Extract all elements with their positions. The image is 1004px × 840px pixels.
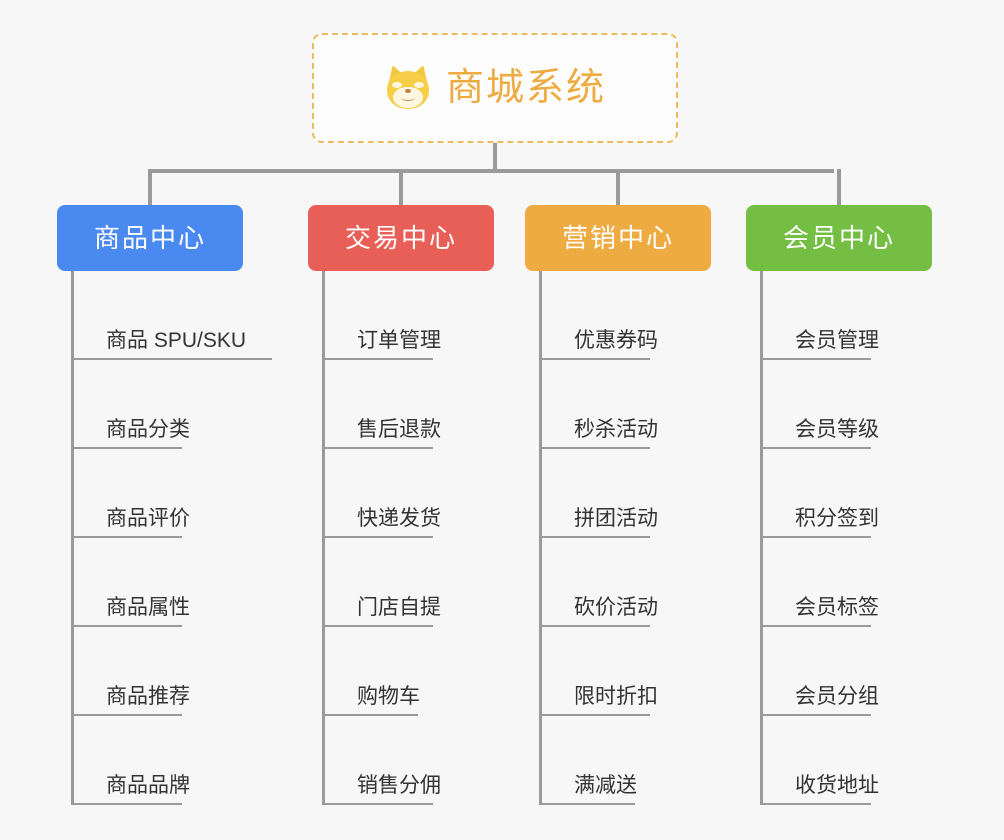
leaf-item-underline (74, 536, 182, 538)
leaf-item[interactable]: 积分签到 (763, 449, 932, 538)
category-column-2: 交易中心订单管理售后退款快递发货门店自提购物车销售分佣 (308, 205, 494, 805)
category-header-4[interactable]: 会员中心 (746, 205, 932, 271)
leaf-item-label: 购物车 (357, 684, 420, 708)
leaf-item-underline (325, 447, 433, 449)
leaf-list-1: 商品 SPU/SKU 商品分类商品评价商品属性商品推荐商品品牌 (71, 271, 272, 805)
leaf-item-label: 砍价活动 (574, 595, 658, 619)
leaf-item-label: 会员等级 (795, 417, 879, 441)
leaf-item-label: 售后退款 (357, 417, 441, 441)
category-header-2[interactable]: 交易中心 (308, 205, 494, 271)
connector-drop-2 (399, 169, 403, 205)
leaf-item-underline (763, 714, 871, 716)
root-title: 商城系统 (445, 67, 606, 109)
leaf-item-underline (74, 714, 182, 716)
leaf-item-label: 商品评价 (106, 506, 190, 530)
leaf-item[interactable]: 商品推荐 (74, 627, 243, 716)
leaf-item-label: 销售分佣 (357, 773, 441, 797)
leaf-item-label: 积分签到 (795, 506, 879, 530)
leaf-item-label: 商品品牌 (106, 773, 190, 797)
leaf-item[interactable]: 秒杀活动 (542, 360, 711, 449)
leaf-item-label: 订单管理 (357, 328, 441, 352)
leaf-item[interactable]: 会员等级 (763, 360, 932, 449)
leaf-list-2: 订单管理售后退款快递发货门店自提购物车销售分佣 (322, 271, 494, 805)
leaf-item-underline (763, 358, 871, 360)
leaf-item-underline (325, 625, 433, 627)
leaf-item-underline (542, 536, 650, 538)
leaf-item-label: 会员标签 (795, 595, 879, 619)
leaf-item[interactable]: 优惠券码 (542, 271, 711, 360)
leaf-item-label: 拼团活动 (574, 506, 658, 530)
leaf-item-label: 商品 SPU/SKU (106, 328, 247, 352)
shiba-inu-dog-face-icon (384, 62, 432, 112)
category-column-3: 营销中心优惠券码秒杀活动拼团活动砍价活动限时折扣满减送 (525, 205, 711, 805)
category-column-4: 会员中心会员管理会员等级积分签到会员标签会员分组收货地址 (746, 205, 932, 805)
leaf-item-label: 商品推荐 (106, 684, 190, 708)
leaf-item[interactable]: 商品属性 (74, 538, 243, 627)
leaf-item-underline (763, 536, 871, 538)
leaf-item-underline (542, 358, 650, 360)
leaf-item-label: 会员分组 (795, 684, 879, 708)
leaf-item-underline (74, 358, 272, 360)
category-header-3[interactable]: 营销中心 (525, 205, 711, 271)
category-column-1: 商品中心商品 SPU/SKU 商品分类商品评价商品属性商品推荐商品品牌 (57, 205, 272, 805)
leaf-item-underline (542, 625, 650, 627)
leaf-item[interactable]: 快递发货 (325, 449, 494, 538)
connector-drop-4 (837, 169, 841, 205)
leaf-list-4: 会员管理会员等级积分签到会员标签会员分组收货地址 (760, 271, 932, 805)
leaf-item[interactable]: 砍价活动 (542, 538, 711, 627)
leaf-item-underline (325, 714, 418, 716)
leaf-item-underline (763, 625, 871, 627)
leaf-item-underline (74, 625, 182, 627)
leaf-item-underline (74, 447, 182, 449)
leaf-item[interactable]: 商品 SPU/SKU (74, 271, 272, 360)
leaf-item[interactable]: 购物车 (325, 627, 494, 716)
leaf-item-underline (763, 803, 871, 805)
leaf-item[interactable]: 会员分组 (763, 627, 932, 716)
connector-drop-3 (616, 169, 620, 205)
leaf-item-label: 优惠券码 (574, 328, 658, 352)
leaf-item-label: 会员管理 (795, 328, 879, 352)
leaf-list-3: 优惠券码秒杀活动拼团活动砍价活动限时折扣满减送 (539, 271, 711, 805)
category-header-1[interactable]: 商品中心 (57, 205, 243, 271)
leaf-item[interactable]: 商品品牌 (74, 716, 243, 805)
leaf-item[interactable]: 拼团活动 (542, 449, 711, 538)
leaf-item-label: 商品属性 (106, 595, 190, 619)
leaf-item[interactable]: 会员管理 (763, 271, 932, 360)
leaf-item-label: 门店自提 (357, 595, 441, 619)
leaf-item[interactable]: 会员标签 (763, 538, 932, 627)
connector-root-stem (493, 143, 497, 171)
leaf-item-label: 快递发货 (357, 506, 441, 530)
leaf-item[interactable]: 门店自提 (325, 538, 494, 627)
connector-horizontal-bus (148, 169, 834, 173)
leaf-item-label: 商品分类 (106, 417, 190, 441)
leaf-item-underline (325, 803, 433, 805)
root-node[interactable]: 商城系统 (312, 33, 678, 143)
leaf-item-underline (763, 447, 871, 449)
leaf-item-underline (74, 803, 182, 805)
leaf-item-label: 限时折扣 (574, 684, 658, 708)
leaf-item-underline (542, 803, 635, 805)
leaf-item-label: 满减送 (574, 773, 637, 797)
leaf-item[interactable]: 商品分类 (74, 360, 243, 449)
leaf-item[interactable]: 满减送 (542, 716, 711, 805)
leaf-item[interactable]: 限时折扣 (542, 627, 711, 716)
leaf-item[interactable]: 商品评价 (74, 449, 243, 538)
leaf-item-label: 秒杀活动 (574, 417, 658, 441)
leaf-item-label: 收货地址 (795, 773, 879, 797)
leaf-item-underline (325, 536, 433, 538)
leaf-item-underline (542, 447, 650, 449)
leaf-item-underline (325, 358, 433, 360)
leaf-item[interactable]: 订单管理 (325, 271, 494, 360)
leaf-item-underline (542, 714, 650, 716)
connector-drop-1 (148, 169, 152, 205)
leaf-item[interactable]: 销售分佣 (325, 716, 494, 805)
leaf-item[interactable]: 收货地址 (763, 716, 932, 805)
leaf-item[interactable]: 售后退款 (325, 360, 494, 449)
